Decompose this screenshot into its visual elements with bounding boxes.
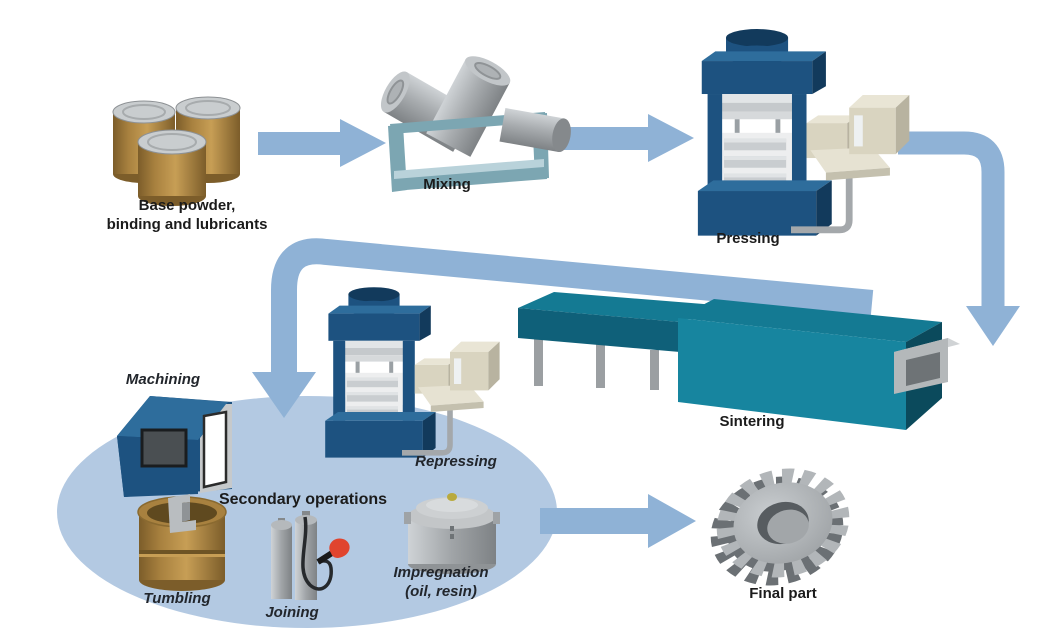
- tumbling-barrel-icon: [137, 494, 227, 591]
- label-pressing: Pressing: [716, 230, 780, 247]
- impregnation-pot-icon: [404, 493, 500, 574]
- press-icon: [698, 29, 909, 236]
- powder-drums-icon: [112, 96, 241, 206]
- label-secondary-operations: Secondary operations: [218, 491, 388, 508]
- label-base-powder: Base powder, binding and lubricants: [106, 197, 268, 233]
- label-machining: Machining: [125, 371, 201, 388]
- sintering-furnace-icon: [518, 292, 960, 430]
- arrow-mixing-to-pressing: [548, 114, 694, 162]
- label-mixing: Mixing: [423, 176, 471, 193]
- mixer-icon: [380, 56, 571, 192]
- label-sintering: Sintering: [719, 413, 785, 430]
- label-final-part: Final part: [749, 585, 817, 602]
- arrow-basepowder-to-mixing: [258, 119, 386, 167]
- label-repressing: Repressing: [415, 453, 497, 470]
- arrow-sintering-to-secondary: [252, 238, 874, 418]
- gear-icon: [710, 468, 850, 586]
- label-impregnation: Impregnation (oil, resin): [393, 564, 489, 600]
- arrow-secondary-to-finalpart: [540, 494, 696, 548]
- label-joining: Joining: [265, 604, 319, 621]
- label-tumbling: Tumbling: [143, 590, 211, 607]
- gas-cylinders-torch-icon: [271, 511, 350, 600]
- arrow-pressing-to-sintering: [898, 131, 1020, 346]
- machining-center-icon: [117, 396, 232, 497]
